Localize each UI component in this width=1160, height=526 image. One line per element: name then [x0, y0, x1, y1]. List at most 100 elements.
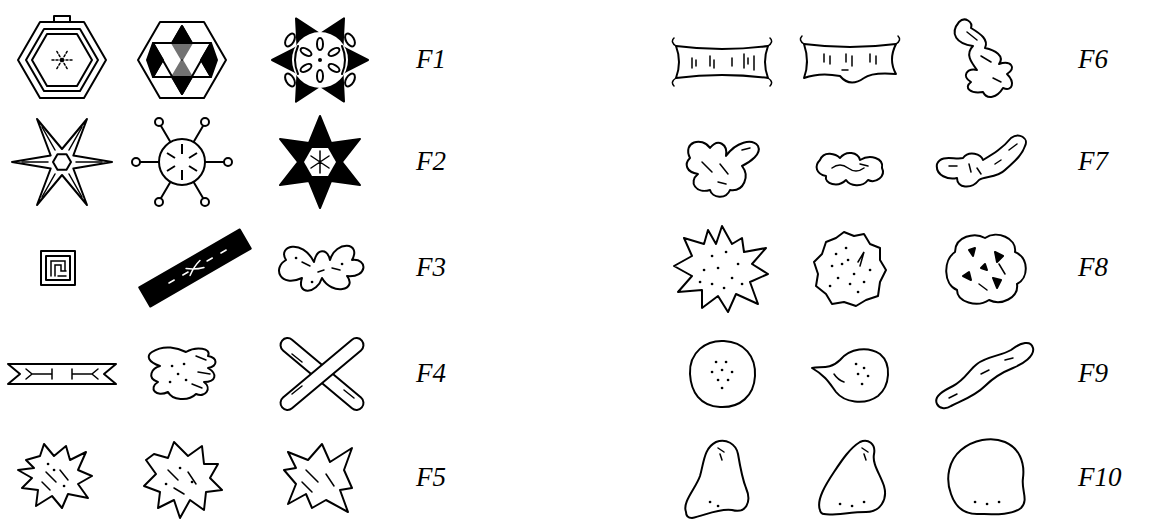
- black-column-part: [139, 229, 250, 306]
- round-crystal-part: [712, 362, 732, 388]
- black-column: [139, 229, 250, 306]
- irregular-crystal-part: [702, 148, 750, 184]
- teardrop-crystal-part: [856, 364, 868, 384]
- capped-rays-crystal-part: [140, 126, 224, 198]
- irregular-crystal-part: [967, 32, 1001, 82]
- lump-crystal-part: [975, 502, 999, 504]
- cross-crystal-part: [292, 354, 354, 398]
- row-label: F2: [416, 147, 446, 177]
- graupel-crystal-part: [700, 252, 742, 288]
- dendritic-plate-part: [317, 38, 323, 50]
- spiky-crystal: [18, 444, 92, 508]
- column-crystal-part: [824, 54, 876, 70]
- spiky-crystal-part: [302, 470, 334, 492]
- teardrop-crystal-part: [812, 349, 888, 402]
- graupel-crystal-part: [979, 264, 1005, 290]
- capped-rays-crystal-part: [132, 158, 140, 166]
- lump-crystal-part: [840, 502, 864, 506]
- teardrop-crystal-part: [834, 374, 844, 382]
- capped-rays-crystal-part: [155, 118, 163, 126]
- dendritic-plate-part: [283, 72, 297, 88]
- column-crystal-part: [804, 44, 896, 83]
- needle-crystal: [8, 364, 116, 384]
- dendritic-plate: [272, 18, 368, 101]
- cross-crystal-part: [278, 335, 367, 413]
- hexagonal-plate-part: [18, 22, 106, 98]
- elongated-crystal: [936, 343, 1033, 408]
- black-stellar-crystal-part: [311, 151, 329, 173]
- dendritic-plate-part: [318, 58, 322, 62]
- needle-crystal-part: [8, 364, 116, 384]
- round-crystal: [690, 341, 755, 407]
- irregular-crystal-part: [955, 20, 1012, 97]
- sectored-plate-part: [138, 22, 226, 98]
- hexagonal-plate-part: [60, 58, 64, 62]
- graupel-crystal: [674, 226, 768, 312]
- row-label: F1: [416, 45, 446, 75]
- capped-rays-crystal-part: [167, 144, 197, 180]
- graupel-crystal-part: [946, 235, 1026, 304]
- column-crystal-part: [800, 36, 899, 44]
- sectored-plate: [138, 22, 226, 98]
- dendritic-plate-part: [343, 72, 357, 88]
- irregular-crystal: [817, 153, 883, 185]
- irregular-crystal: [955, 20, 1012, 97]
- irregular-crystal-part: [949, 144, 1017, 174]
- spiky-crystal-part: [284, 444, 352, 512]
- capped-rays-crystal: [132, 118, 232, 206]
- irregular-crystal: [149, 347, 216, 399]
- capped-rays-crystal-part: [201, 198, 209, 206]
- graupel-crystal-part: [674, 226, 768, 312]
- sectored-plate-part: [172, 26, 192, 43]
- irregular-crystal-part: [817, 153, 883, 185]
- column-crystal-part: [672, 38, 771, 86]
- dendritic-plate-part: [317, 70, 323, 82]
- black-stellar-crystal: [280, 116, 360, 208]
- lump-crystal-part: [948, 439, 1024, 514]
- round-crystal-part: [690, 341, 755, 407]
- irregular-crystal-part: [296, 258, 342, 282]
- dendritic-plate-part: [283, 32, 297, 48]
- hexagonal-plate: [18, 16, 106, 98]
- capped-rays-crystal-part: [201, 118, 209, 126]
- irregular-crystal: [279, 246, 363, 291]
- stellar-crystal-part: [22, 127, 102, 197]
- row-label: F10: [1078, 463, 1122, 493]
- hexagonal-plate-part: [32, 34, 92, 86]
- irregular-crystal-part: [192, 356, 210, 388]
- row-label: F9: [1078, 359, 1108, 389]
- square-plate-part: [46, 256, 70, 280]
- elongated-crystal-part: [936, 343, 1033, 408]
- graupel-crystal: [946, 235, 1026, 304]
- column-crystal: [672, 38, 771, 86]
- lump-crystal: [948, 439, 1024, 514]
- black-column-part: [167, 247, 228, 287]
- sectored-plate-part: [147, 43, 163, 77]
- graupel-crystal-part: [858, 252, 864, 266]
- graupel-crystal: [814, 232, 886, 306]
- square-plate: [41, 251, 75, 285]
- capped-rays-crystal-part: [159, 139, 205, 185]
- dendritic-plate-part: [327, 46, 340, 57]
- teardrop-crystal: [812, 349, 888, 402]
- capped-rays-crystal-part: [224, 158, 232, 166]
- irregular-crystal-part: [170, 364, 186, 382]
- lump-crystal-part: [710, 502, 718, 506]
- cross-crystal: [278, 335, 367, 413]
- row-label: F7: [1078, 147, 1108, 177]
- spiky-crystal-part: [18, 444, 92, 508]
- irregular-crystal-part: [687, 142, 759, 197]
- spiky-crystal-part: [144, 442, 222, 518]
- black-stellar-crystal-part: [280, 116, 360, 208]
- row-label: F4: [416, 359, 446, 389]
- irregular-crystal-part: [832, 164, 868, 171]
- lump-crystal-part: [819, 441, 885, 515]
- spiky-crystal: [284, 444, 352, 512]
- spiky-crystal: [144, 442, 222, 518]
- stellar-crystal: [12, 119, 112, 205]
- graupel-crystal-part: [963, 248, 1003, 288]
- lump-crystal: [819, 441, 885, 515]
- lump-crystal: [685, 441, 748, 518]
- irregular-crystal-part: [279, 246, 363, 291]
